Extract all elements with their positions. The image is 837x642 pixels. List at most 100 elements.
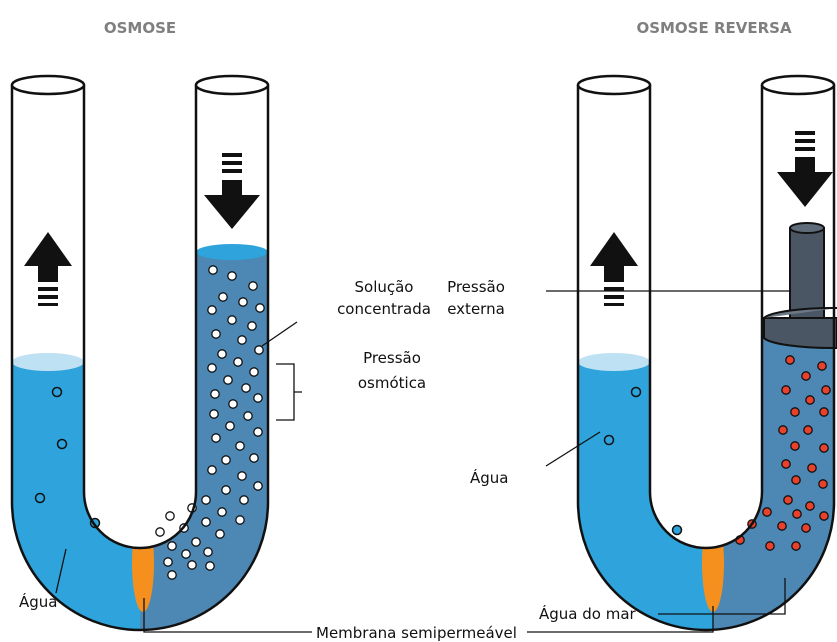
arrow-up-icon (590, 232, 638, 306)
solute-particle (247, 321, 257, 331)
right-tube-opening (194, 74, 270, 96)
solution-label-line2: concentrada (337, 300, 431, 318)
solute-particle (235, 441, 245, 451)
fresh-water-particles (603, 386, 683, 536)
left-water-label: Água (19, 592, 57, 611)
membrane (132, 514, 154, 612)
solute-particle (225, 421, 235, 431)
solute-particle (239, 495, 249, 505)
solute-particle (215, 529, 225, 539)
salt-particle (801, 371, 811, 381)
solute-particle (238, 297, 248, 307)
salt-particle (781, 459, 791, 469)
osmotic-label-line2: osmótica (358, 374, 426, 392)
solute-particle (163, 557, 173, 567)
salt-particle (791, 475, 801, 485)
salt-particle (817, 361, 827, 371)
solute-particle (223, 375, 233, 385)
salt-particle (765, 541, 775, 551)
solute-particle (254, 345, 264, 355)
salt-particle (818, 479, 828, 489)
solute-particle (228, 399, 238, 409)
membrane-label: Membrana semipermeável (316, 624, 517, 642)
salt-particles (735, 355, 831, 551)
right-water-label: Água (470, 468, 508, 487)
salt-particle (781, 385, 791, 395)
salt-particle (762, 507, 772, 517)
solute-particle (218, 292, 228, 302)
reverse-tube-outline (576, 85, 836, 632)
solute-particle (167, 541, 177, 551)
solute-particle (249, 367, 259, 377)
left-water-surface (12, 353, 84, 371)
solute-particle (207, 465, 217, 475)
salt-particle (778, 425, 788, 435)
salt-particle (819, 511, 829, 521)
piston (763, 222, 837, 350)
solute-particles (155, 265, 265, 580)
solute-particle (165, 511, 175, 521)
solute-particle (227, 271, 237, 281)
solute-particle (209, 409, 219, 419)
solute-particle (217, 507, 227, 517)
fresh-water-surface (578, 353, 650, 371)
salt-particle (807, 463, 817, 473)
salt-particle (783, 495, 793, 505)
salt-particle (785, 355, 795, 365)
solute-particle (235, 515, 245, 525)
solute-particle (167, 570, 177, 580)
salt-particle (790, 407, 800, 417)
solute-particle (155, 527, 165, 537)
solute-particle (208, 265, 218, 275)
salt-particle (821, 385, 831, 395)
solute-particle (221, 455, 231, 465)
solute-particle (249, 453, 259, 463)
salt-particle (791, 541, 801, 551)
sea-tube-opening (760, 74, 836, 96)
salt-particle (792, 509, 802, 519)
arrow-up-icon (24, 232, 72, 306)
solute-particle (255, 303, 265, 313)
solute-particle (191, 537, 201, 547)
salt-particle (805, 501, 815, 511)
osmosis-tube-outline (10, 85, 270, 632)
right-water-leader-line (545, 431, 601, 467)
solute-particle (237, 335, 247, 345)
solute-particle (241, 383, 251, 393)
solute-particle (248, 281, 258, 291)
reverse-osmosis-title: OSMOSE REVERSA (636, 19, 792, 37)
salt-particle (801, 523, 811, 533)
solute-particle (243, 411, 253, 421)
arrow-down-icon (204, 153, 260, 229)
right-solution-surface (196, 244, 268, 260)
salt-particle (819, 407, 829, 417)
osmosis-u-tube (10, 74, 270, 632)
membrane-reverse (702, 514, 724, 612)
osmotic-label-line1: Pressão (363, 349, 421, 367)
osmotic-bracket (276, 363, 302, 421)
solute-particle (203, 547, 213, 557)
solute-particle (205, 561, 215, 571)
solute-particle (181, 549, 191, 559)
solute-particle (217, 349, 227, 359)
left-water-particles (34, 386, 101, 529)
solute-particle (187, 560, 197, 570)
salt-particle (790, 441, 800, 451)
solution-leader-line (261, 321, 298, 347)
solute-particle (227, 315, 237, 325)
solute-particle (233, 357, 243, 367)
solution-label-line1: Solução (355, 278, 414, 296)
solute-particle (210, 389, 220, 399)
salt-particle (805, 395, 815, 405)
seawater-label: Água do mar (539, 604, 637, 623)
solute-particle (253, 427, 263, 437)
fresh-water-side (578, 362, 713, 630)
membrane-leader-line (143, 598, 714, 633)
solute-particle (211, 433, 221, 443)
seawater-leader-line (658, 578, 786, 615)
salt-particle (819, 443, 829, 453)
solute-particle (253, 393, 263, 403)
solute-particle (237, 471, 247, 481)
external-label-line1: Pressão (447, 278, 505, 296)
